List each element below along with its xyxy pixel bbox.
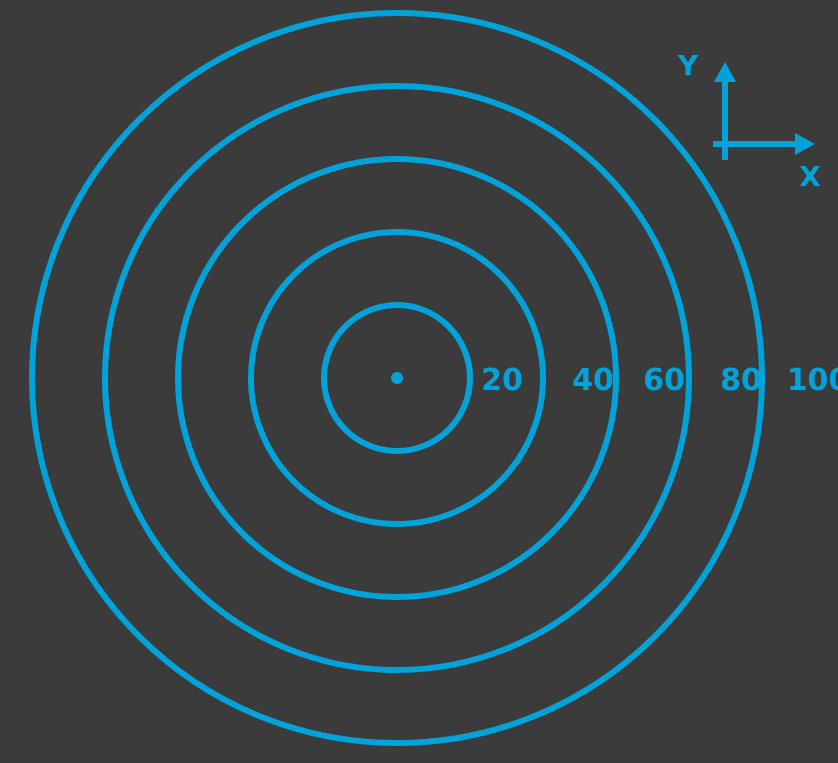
y-axis-arrowhead: [714, 62, 736, 82]
ring-20: [321, 302, 473, 454]
axis-indicator-icon: Y X: [677, 49, 821, 193]
ring-label-80: 80: [720, 363, 762, 398]
ring-labels-group: 20 40 60 80 100: [481, 363, 838, 398]
ring-label-60: 60: [643, 363, 685, 398]
ring-80: [102, 83, 692, 673]
ring-label-100: 100: [787, 363, 838, 398]
x-axis-arrowhead: [795, 133, 815, 155]
ring-100: [29, 10, 765, 746]
rings-group: [29, 10, 765, 746]
ring-label-40: 40: [572, 363, 614, 398]
x-axis-label: X: [799, 160, 821, 193]
ring-60: [175, 156, 619, 600]
ring-label-20: 20: [481, 363, 523, 398]
ring-40: [248, 229, 546, 527]
center-point: [391, 372, 403, 384]
y-axis-label: Y: [677, 49, 699, 82]
